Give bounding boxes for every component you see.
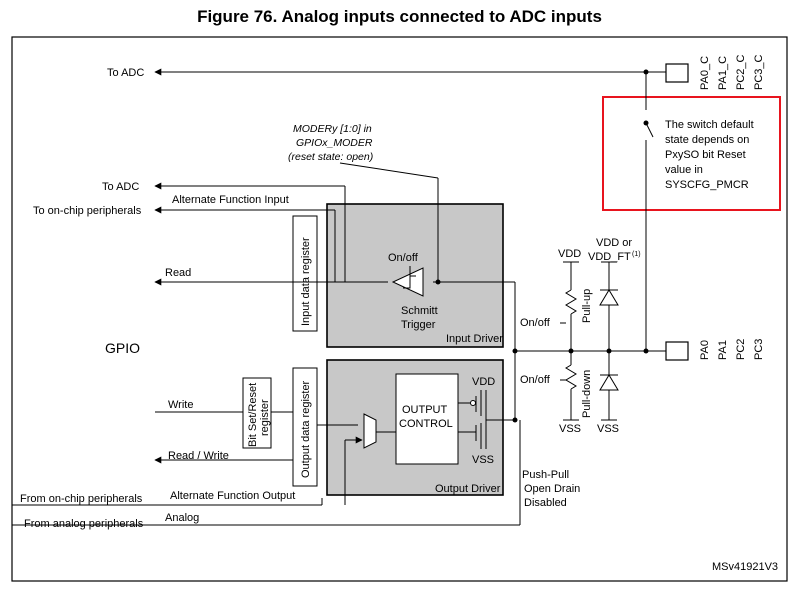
read-write-label: Read / Write bbox=[168, 450, 229, 462]
pin-bottom-1: PA0 bbox=[699, 340, 711, 360]
pin-top-2: PA1_C bbox=[717, 56, 729, 90]
to-adc-top-label: To ADC bbox=[107, 67, 144, 79]
pin-bottom-3: PC2 bbox=[735, 339, 747, 360]
pin-top-3: PC2_C bbox=[735, 54, 747, 90]
input-driver-label: Input Driver bbox=[446, 333, 503, 345]
switch-note-box bbox=[602, 96, 781, 211]
pulldown-onoff-label: On/off bbox=[520, 374, 551, 386]
figure-reference: MSv41921V3 bbox=[712, 561, 778, 573]
schmitt-label-1: Schmitt bbox=[401, 305, 438, 317]
bitset-register-box bbox=[242, 377, 272, 449]
disabled-label: Disabled bbox=[524, 497, 567, 509]
to-adc-mid-label: To ADC bbox=[102, 181, 139, 193]
note-line-3: PxySO bit Reset bbox=[665, 149, 746, 161]
pull-up-label: Pull-up bbox=[581, 289, 593, 323]
pullup-onoff-label: On/off bbox=[520, 317, 551, 329]
note-line-2: state depends on bbox=[665, 134, 749, 146]
vdd-or-label-1: VDD or bbox=[596, 237, 632, 249]
pad-bottom bbox=[665, 341, 689, 361]
output-control-label-2: CONTROL bbox=[399, 418, 453, 430]
pin-bottom-4: PC3 bbox=[753, 339, 765, 360]
output-data-register-box bbox=[292, 367, 318, 487]
vdd-or-label-2: VDD_FT bbox=[588, 251, 631, 263]
pin-top-4: PC3_C bbox=[753, 54, 765, 90]
vdd-label: VDD bbox=[558, 248, 581, 260]
analog-label: Analog bbox=[165, 512, 199, 524]
note-line-5: SYSCFG_PMCR bbox=[665, 179, 749, 191]
outer-frame bbox=[11, 36, 788, 582]
from-onchip-label: From on-chip peripherals bbox=[20, 493, 143, 505]
read-label: Read bbox=[165, 267, 191, 279]
pull-down-label: Pull-down bbox=[581, 370, 593, 418]
moder-label-3: (reset state: open) bbox=[288, 151, 373, 163]
vss-left-label: VSS bbox=[559, 423, 581, 435]
from-analog-label: From analog peripherals bbox=[24, 518, 144, 530]
bitset-label-2: register bbox=[259, 399, 271, 436]
vss-right-label: VSS bbox=[597, 423, 619, 435]
alt-func-input-label: Alternate Function Input bbox=[172, 194, 289, 206]
figure-title: Figure 76. Analog inputs connected to AD… bbox=[197, 7, 602, 26]
output-data-register-label: Output data register bbox=[300, 380, 312, 478]
to-onchip-label: To on-chip peripherals bbox=[33, 205, 142, 217]
open-drain-label: Open Drain bbox=[524, 483, 580, 495]
pin-top-1: PA0_C bbox=[699, 56, 711, 90]
output-control-label-1: OUTPUT bbox=[402, 404, 448, 416]
schmitt-onoff-label: On/off bbox=[388, 252, 419, 264]
pin-bottom-2: PA1 bbox=[717, 340, 729, 360]
output-control-box bbox=[395, 373, 459, 465]
vdd-or-footnote: (1) bbox=[632, 251, 641, 258]
note-line-4: value in bbox=[665, 164, 703, 176]
moder-label-2: GPIOx_MODER bbox=[296, 137, 373, 149]
push-pull-label: Push-Pull bbox=[522, 469, 569, 481]
moder-label-1: MODERy [1:0] in bbox=[293, 123, 372, 135]
input-data-register-label: Input data register bbox=[300, 237, 312, 326]
bitset-label-1: Bit Set/Reset bbox=[247, 383, 259, 447]
write-label: Write bbox=[168, 399, 193, 411]
input-data-register-box bbox=[292, 215, 318, 332]
vss-out-label: VSS bbox=[472, 454, 494, 466]
schmitt-label-2: Trigger bbox=[401, 319, 436, 331]
vdd-out-label: VDD bbox=[472, 376, 495, 388]
output-driver-label: Output Driver bbox=[435, 483, 501, 495]
note-line-1: The switch default bbox=[665, 119, 754, 131]
pad-top bbox=[665, 63, 689, 83]
alt-func-output-label: Alternate Function Output bbox=[170, 490, 295, 502]
gpio-label: GPIO bbox=[105, 340, 140, 356]
